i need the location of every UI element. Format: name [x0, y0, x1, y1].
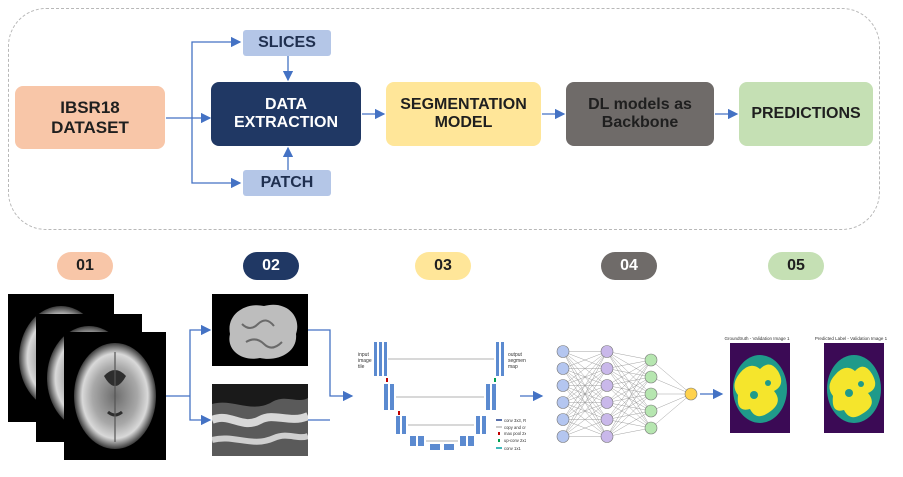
nn-edge [562, 368, 608, 437]
nn-edge [606, 359, 652, 369]
nn-edge [606, 351, 652, 361]
step-03-badge: 03 [415, 252, 471, 280]
patch-node: PATCH [243, 170, 331, 196]
mri-slices-image [8, 294, 166, 460]
data-extraction-node: DATA EXTRACTION [211, 82, 361, 146]
neural-network-diagram [556, 345, 698, 443]
nn-neuron [600, 379, 614, 392]
nn-neuron [644, 353, 658, 367]
unet-legend-item: conv 1x1 [504, 446, 521, 451]
nn-edge [606, 359, 652, 403]
groundtruth-image [730, 343, 790, 433]
nn-edge [606, 359, 652, 386]
nn-neuron [600, 345, 614, 358]
nn-neuron [556, 413, 570, 426]
nn-neuron [556, 379, 570, 392]
nn-edge [562, 351, 608, 403]
backbone-node: DL models as Backbone [566, 82, 714, 146]
nn-edge [606, 427, 652, 437]
nn-edge [562, 385, 608, 437]
nn-edge [562, 351, 608, 386]
brain-slice-image [212, 294, 308, 366]
step-04-badge: 04 [601, 252, 657, 280]
groundtruth-title: Groundtruth - Validation Image 1 [724, 336, 790, 341]
segmentation-model-node: SEGMENTATION MODEL [386, 82, 541, 146]
nn-neuron [600, 430, 614, 443]
nn-neuron [600, 362, 614, 375]
nn-edge [606, 376, 652, 437]
nn-neuron [644, 370, 658, 384]
slices-node: SLICES [243, 30, 331, 56]
nn-edge [562, 419, 608, 437]
nn-edge [562, 351, 608, 369]
unet-legend-item: max pool 2x2 [504, 431, 526, 436]
predictions-node: PREDICTIONS [739, 82, 873, 146]
nn-neuron [556, 345, 570, 358]
nn-neuron [600, 413, 614, 426]
nn-edge [650, 393, 692, 412]
predicted-panel: Predicted Label - Validation Image 1 [810, 336, 892, 438]
unet-legend-item: copy and crop [504, 425, 526, 430]
nn-edge [562, 402, 608, 437]
nn-edge [606, 359, 652, 437]
nn-neuron [556, 362, 570, 375]
brain-patch-image [212, 384, 308, 456]
unet-legend-item: conv 3x3, ReLU [504, 418, 526, 423]
unet-legend: conv 3x3, ReLU copy and crop max pool 2x… [496, 418, 526, 451]
predicted-image [824, 343, 884, 433]
nn-neuron [644, 387, 658, 401]
nn-neuron [556, 430, 570, 443]
nn-edge [650, 359, 692, 395]
nn-neuron [644, 421, 658, 435]
nn-edge [606, 393, 652, 437]
nn-edge [650, 393, 692, 429]
unet-legend-item: up-conv 2x2 [504, 438, 526, 443]
pipeline-frame [8, 8, 880, 230]
nn-edge [606, 410, 652, 437]
nn-edge [562, 351, 608, 437]
step-05-badge: 05 [768, 252, 824, 280]
nn-neuron [556, 396, 570, 409]
nn-neuron [684, 387, 698, 401]
nn-neuron [600, 396, 614, 409]
step-01-badge: 01 [57, 252, 113, 280]
groundtruth-panel: Groundtruth - Validation Image 1 [716, 336, 798, 438]
nn-edge [606, 359, 652, 420]
dataset-node: IBSR18 DATASET [15, 86, 165, 149]
predicted-title: Predicted Label - Validation Image 1 [814, 336, 888, 341]
nn-edge [650, 376, 692, 395]
unet-output-label: outputsegmentationmap [508, 352, 526, 370]
nn-neuron [644, 404, 658, 418]
step-02-badge: 02 [243, 252, 299, 280]
nn-edge [562, 351, 608, 420]
